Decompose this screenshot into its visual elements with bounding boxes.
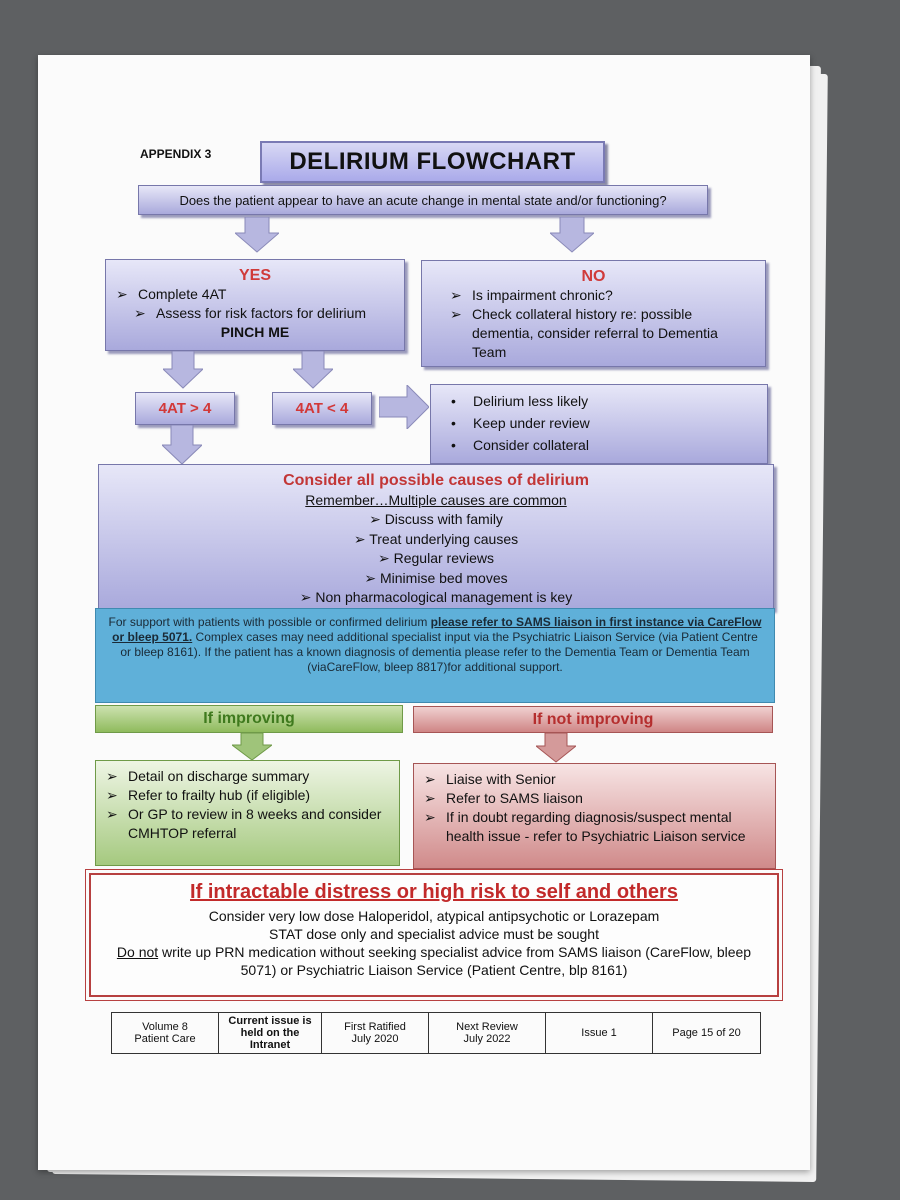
appendix-label: APPENDIX 3 [140, 147, 212, 161]
risk-line: STAT dose only and specialist advice mus… [269, 926, 599, 942]
less-likely-item: Consider collateral [441, 436, 757, 455]
down-arrow-improving [232, 733, 272, 761]
not-improving-item: Refer to SAMS liaison [424, 789, 765, 808]
support-emphasis: please refer to SAMS liaison in first in… [112, 615, 762, 644]
down-arrow-yes [235, 217, 279, 253]
no-item: Check collateral history re: possible de… [450, 305, 755, 362]
causes-item: ➢ Non pharmacological management is key [299, 589, 573, 605]
causes-header: Consider all possible causes of delirium [283, 472, 589, 489]
causes-item: ➢ Discuss with family [369, 511, 503, 527]
question-box: Does the patient appear to have an acute… [138, 185, 708, 215]
footer-page: Page 15 of 20 [652, 1012, 761, 1054]
footer-current: Current issue is held on the Intranet [218, 1012, 322, 1054]
no-header: NO [581, 268, 606, 285]
page-title: DELIRIUM FLOWCHART [260, 141, 605, 183]
support-box: For support with patients with possible … [95, 608, 775, 703]
down-arrow-4at-high [163, 351, 203, 389]
improving-item: Detail on discharge summary [106, 767, 389, 786]
score-high-box: 4AT > 4 [135, 392, 235, 425]
causes-item: ➢ Regular reviews [378, 550, 494, 566]
right-arrow [379, 385, 429, 429]
improving-header: If improving [95, 705, 403, 733]
not-improving-item: If in doubt regarding diagnosis/suspect … [424, 808, 765, 846]
causes-item: ➢ Treat underlying causes [353, 530, 519, 547]
improving-item: Or GP to review in 8 weeks and consider … [106, 805, 389, 843]
less-likely-item: Delirium less likely [441, 392, 757, 411]
causes-item: ➢ Minimise bed moves [364, 569, 508, 586]
score-low-box: 4AT < 4 [272, 392, 372, 425]
risk-title: If intractable distress or high risk to … [190, 881, 678, 903]
document-page: APPENDIX 3 DELIRIUM FLOWCHART Does the p… [38, 55, 810, 1170]
down-arrow-not-improving [536, 733, 576, 763]
less-likely-box: Delirium less likely Keep under review C… [430, 384, 768, 464]
yes-item: Complete 4AT [116, 285, 394, 304]
not-improving-header: If not improving [413, 706, 773, 733]
improving-item: Refer to frailty hub (if eligible) [106, 786, 389, 805]
down-arrow-no [550, 217, 594, 253]
down-arrow-causes [162, 425, 202, 465]
causes-subheader: Remember…Multiple causes are common [305, 491, 567, 508]
causes-box: Consider all possible causes of delirium… [98, 464, 774, 610]
yes-header: YES [238, 267, 271, 284]
risk-line: Do not write up PRN medication without s… [116, 944, 752, 978]
footer-issue: Issue 1 [545, 1012, 653, 1054]
yes-box: YES Complete 4AT Assess for risk factors… [105, 259, 405, 351]
pinch-me-label: PINCH ME [220, 324, 290, 340]
less-likely-item: Keep under review [441, 414, 757, 433]
yes-item: Assess for risk factors for delirium [134, 304, 394, 323]
not-improving-box: Liaise with Senior Refer to SAMS liaison… [413, 763, 776, 869]
no-item: Is impairment chronic? [450, 286, 755, 305]
no-box: NO Is impairment chronic? Check collater… [421, 260, 766, 367]
risk-box: If intractable distress or high risk to … [85, 869, 783, 1001]
risk-line: Consider very low dose Haloperidol, atyp… [208, 908, 660, 924]
down-arrow-4at-low [293, 351, 333, 389]
improving-box: Detail on discharge summary Refer to fra… [95, 760, 400, 866]
not-improving-item: Liaise with Senior [424, 770, 765, 789]
